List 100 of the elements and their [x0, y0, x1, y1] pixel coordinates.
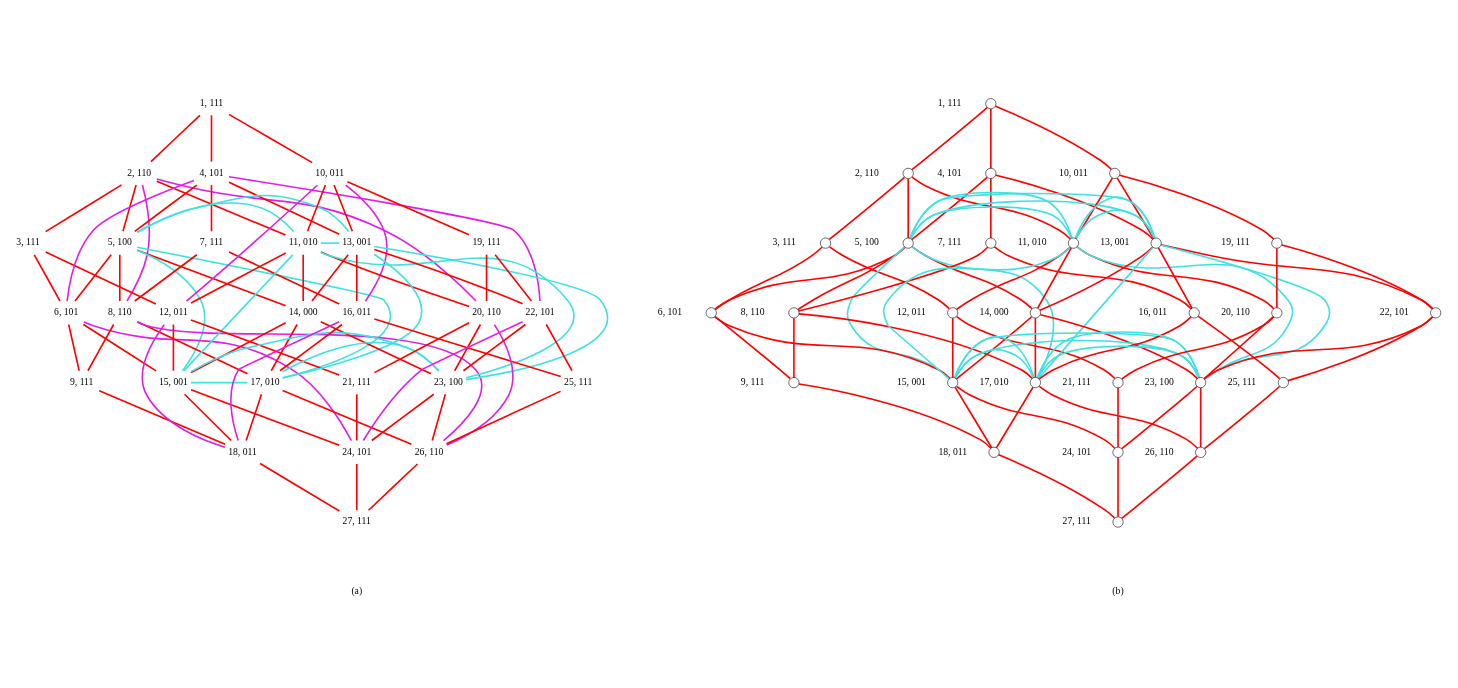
connector: [259, 462, 341, 512]
node-text: 1, 111: [199, 96, 224, 108]
connector: [714, 245, 823, 310]
node-label: 5, 100: [854, 235, 879, 247]
node-circle: [902, 237, 914, 249]
connector: [150, 114, 201, 162]
connector: [909, 192, 1156, 239]
node-label: 8, 110: [740, 305, 765, 317]
connector: [993, 245, 1192, 309]
connector: [1276, 247, 1278, 308]
node-circle: [1271, 306, 1283, 318]
connector: [134, 253, 198, 302]
connector: [66, 179, 195, 302]
connector: [951, 316, 954, 378]
connector: [953, 331, 1201, 379]
connector: [955, 315, 1116, 379]
connector: [911, 176, 988, 240]
node-label: 26, 110: [1145, 445, 1174, 457]
connector: [82, 323, 157, 372]
connector: [136, 248, 206, 372]
connector: [997, 453, 1116, 519]
connector: [306, 183, 327, 232]
connector: [228, 250, 340, 305]
node-text: 7, 111: [199, 235, 224, 247]
node-circle: [1112, 516, 1124, 527]
connector: [155, 177, 477, 302]
connector: [373, 317, 562, 377]
connector: [136, 249, 287, 306]
connector: [270, 323, 298, 372]
connector: [346, 180, 470, 236]
connector: [190, 331, 440, 372]
connector: [1197, 315, 1281, 379]
node-text: 19, 111: [472, 235, 501, 247]
connector: [190, 388, 341, 446]
node-label: 23, 100: [1144, 375, 1174, 387]
connector: [87, 323, 115, 372]
connector: [210, 114, 213, 162]
connector: [320, 250, 470, 307]
connector: [1199, 386, 1202, 448]
connector: [136, 320, 249, 374]
connector: [911, 175, 1072, 240]
connector: [230, 320, 340, 441]
node-circle: [985, 167, 997, 179]
connector: [882, 246, 1072, 380]
node-circle: [1195, 446, 1207, 458]
node-circle: [1109, 167, 1121, 179]
node-label: 10, 011: [1059, 166, 1088, 178]
connector: [136, 194, 350, 233]
connector: [955, 315, 1033, 380]
connector: [122, 183, 137, 232]
connector: [714, 245, 906, 310]
node-label: 18, 011: [938, 445, 968, 457]
connector: [494, 253, 533, 302]
node-text: 18, 011: [228, 445, 257, 457]
node-text: 8, 110: [107, 305, 132, 317]
node-label: 11, 010: [1017, 235, 1047, 247]
connector: [990, 107, 992, 169]
connector: [1121, 315, 1275, 380]
node-text: 5, 100: [107, 235, 132, 247]
connector: [1038, 385, 1199, 449]
connector: [119, 253, 121, 302]
node-text: 14, 000: [288, 305, 318, 317]
connector: [281, 341, 440, 373]
connector: [485, 253, 488, 302]
node-label: 19, 111: [1221, 235, 1250, 247]
connector: [362, 320, 524, 441]
connector: [828, 176, 906, 240]
connector: [1160, 243, 1331, 380]
node-label: 4, 101: [937, 166, 962, 178]
node-text: 9, 111: [69, 375, 94, 387]
connector: [136, 245, 392, 379]
connector: [190, 318, 340, 376]
node-circle: [1112, 446, 1124, 458]
connector: [44, 250, 157, 305]
node-label: 7, 111: [937, 235, 962, 247]
connector: [1120, 454, 1198, 519]
node-label: 12, 011: [897, 305, 926, 317]
connector: [67, 323, 80, 372]
connector: [190, 251, 287, 304]
connector: [911, 245, 1055, 379]
node-circle: [1029, 376, 1041, 388]
connector: [1037, 246, 1154, 379]
connector: [190, 321, 287, 373]
connector: [1036, 330, 1201, 379]
node-circle: [788, 306, 800, 318]
node-text: 6, 101: [54, 305, 79, 317]
connector: [714, 315, 951, 379]
node-text: 11, 010: [288, 235, 318, 247]
connector: [210, 183, 213, 232]
node-text: 12, 011: [159, 305, 188, 317]
node-text: 13, 001: [342, 235, 372, 247]
connector: [333, 183, 354, 232]
connector: [1203, 385, 1281, 449]
connector: [1287, 315, 1434, 381]
connector: [155, 180, 287, 236]
node-text: 21, 111: [342, 375, 371, 387]
node-text: 17, 010: [250, 375, 280, 387]
connector: [907, 177, 909, 239]
connector: [445, 323, 514, 446]
connector: [126, 183, 150, 302]
